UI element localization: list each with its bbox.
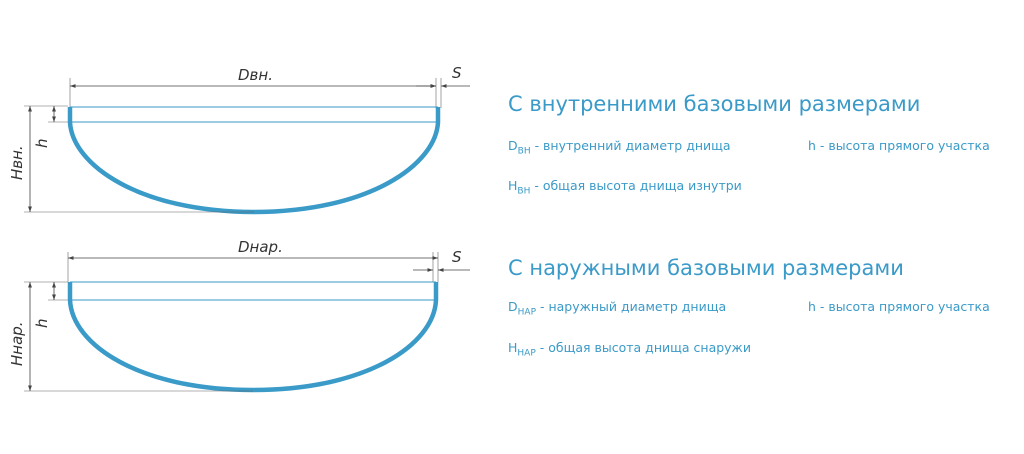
top-head-wall — [67, 107, 441, 215]
bottom-head-wall — [67, 282, 439, 393]
top-legend-d-symbol: D — [508, 138, 518, 153]
bottom-legend-d-sub: НАР — [517, 307, 536, 318]
bottom-legend-d-symbol: D — [508, 299, 518, 314]
top-h-label: h — [33, 138, 51, 148]
top-head-drawing: Dвн. S h Hвн. — [8, 64, 470, 215]
bottom-legend-H-symbol: H — [508, 340, 518, 355]
top-legend-diameter: DВН - внутренний диаметр днища — [508, 138, 731, 157]
bottom-h-label: h — [33, 318, 51, 328]
top-legend-H-sub: ВН — [517, 186, 531, 197]
bottom-legend-total-height: HНАР - общая высота днища снаружи — [508, 340, 751, 359]
top-thickness-label: S — [452, 64, 462, 82]
top-H-label: Hвн. — [8, 145, 26, 180]
top-heading: С внутренними базовыми размерами — [508, 92, 921, 116]
bottom-legend-diameter: DНАР - наружный диаметр днища — [508, 299, 726, 318]
bottom-H-label: Hнар. — [8, 321, 26, 366]
bottom-diameter-label: Dнар. — [238, 238, 283, 256]
top-legend-d-text: - внутренний диаметр днища — [530, 138, 731, 153]
bottom-legend-h: h - высота прямого участка — [808, 299, 990, 314]
top-legend-H-symbol: H — [508, 178, 518, 193]
top-legend-total-height: HВН - общая высота днища изнутри — [508, 178, 742, 197]
bottom-thickness-label: S — [452, 248, 462, 266]
bottom-heading: С наружными базовыми размерами — [508, 256, 904, 280]
bottom-head-drawing: Dнар. S h Hнар. — [8, 238, 470, 393]
top-legend-H-text: - общая высота днища изнутри — [530, 178, 742, 193]
top-diameter-label: Dвн. — [238, 66, 273, 84]
bottom-legend-H-text: - общая высота днища снаружи — [535, 340, 751, 355]
top-legend-h: h - высота прямого участка — [808, 138, 990, 153]
top-legend-d-sub: ВН — [517, 146, 531, 157]
bottom-legend-d-text: - наружный диаметр днища — [536, 299, 727, 314]
bottom-legend-H-sub: НАР — [517, 348, 536, 359]
